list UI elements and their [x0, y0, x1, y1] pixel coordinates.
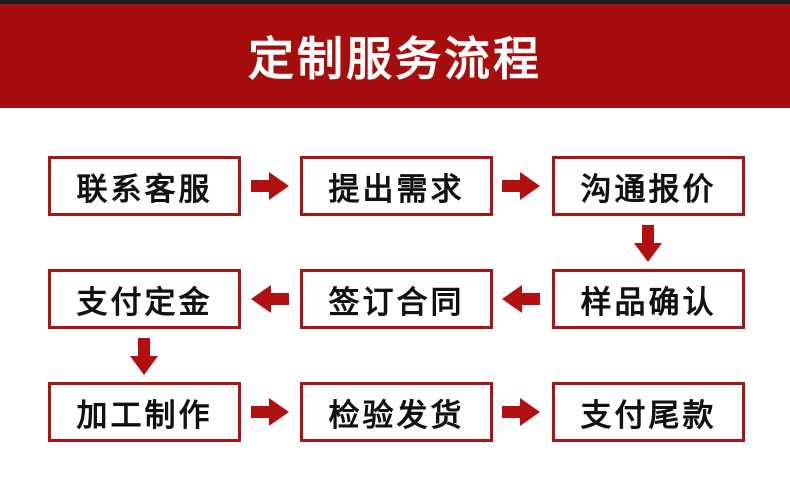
flow-arrow-right-icon [502, 398, 540, 426]
flow-arrow-right-icon [502, 172, 540, 200]
top-dark-strip [0, 0, 790, 4]
step-box-sign-contract: 签订合同 [300, 269, 493, 329]
step-box-pay-deposit: 支付定金 [48, 269, 241, 329]
title-banner: 定制服务流程 [0, 4, 790, 108]
step-label: 沟通报价 [580, 171, 717, 207]
flowchart: 联系客服 提出需求 沟通报价 支付定金 签订合同 样品确认 加工制作 检验发货 … [0, 108, 790, 492]
step-box-quote: 沟通报价 [552, 156, 745, 216]
step-label: 提出需求 [328, 171, 465, 207]
step-box-state-requirements: 提出需求 [300, 156, 493, 216]
flow-arrow-left-icon [502, 285, 540, 313]
step-label: 加工制作 [76, 397, 213, 433]
step-label: 检验发货 [328, 397, 465, 433]
step-box-contact-service: 联系客服 [48, 156, 241, 216]
flow-arrow-right-icon [251, 172, 289, 200]
step-label: 支付尾款 [580, 397, 717, 433]
step-label: 样品确认 [580, 284, 717, 320]
step-label: 支付定金 [76, 284, 213, 320]
step-label: 签订合同 [328, 284, 465, 320]
flow-arrow-down-icon [130, 338, 158, 375]
step-box-sample-confirm: 样品确认 [552, 269, 745, 329]
step-box-pay-balance: 支付尾款 [552, 382, 745, 442]
flow-arrow-left-icon [251, 285, 289, 313]
step-box-inspect-ship: 检验发货 [300, 382, 493, 442]
flow-arrow-down-icon [634, 225, 662, 262]
step-box-manufacture: 加工制作 [48, 382, 241, 442]
page-title: 定制服务流程 [248, 33, 542, 85]
flow-arrow-right-icon [251, 398, 289, 426]
step-label: 联系客服 [76, 171, 213, 207]
